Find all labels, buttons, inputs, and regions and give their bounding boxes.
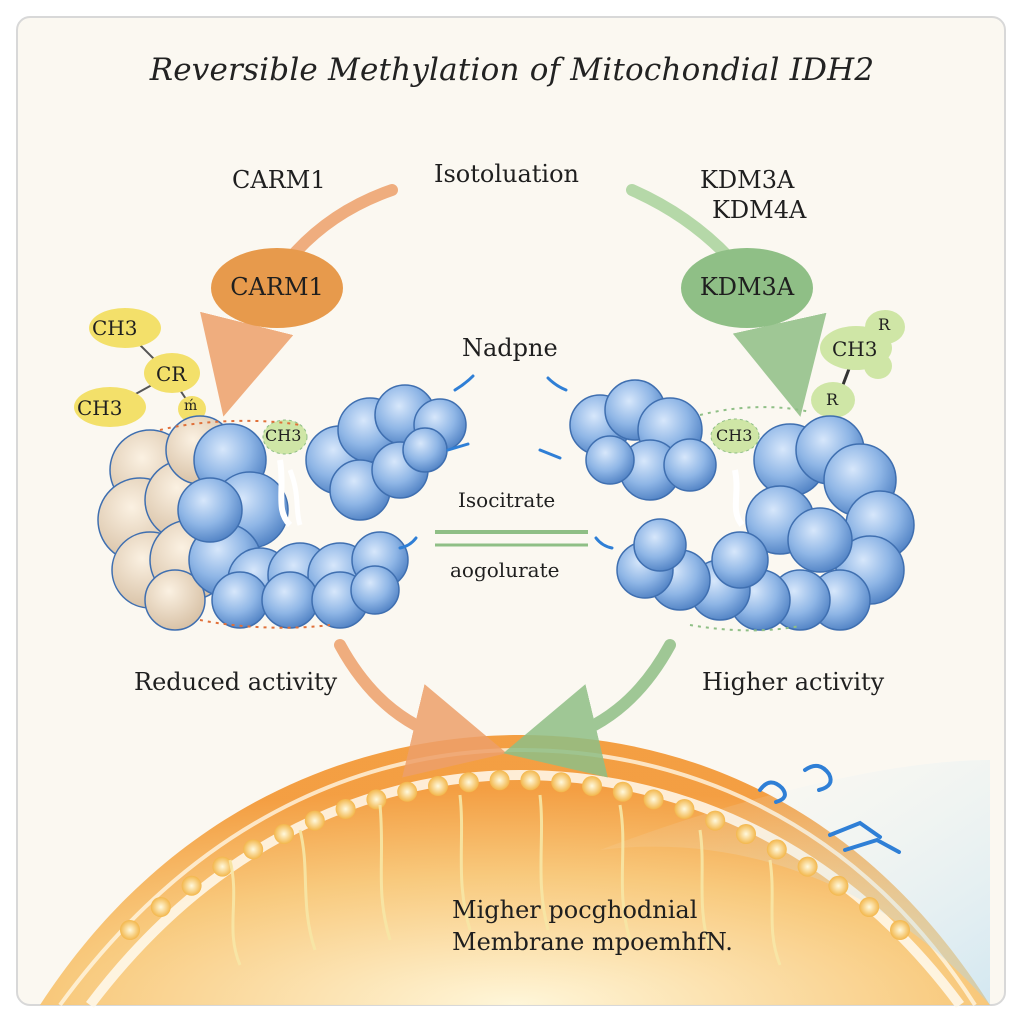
kdm4a-label: KDM4A — [712, 196, 807, 224]
mitochondrial-membrane — [40, 735, 990, 1009]
diagram-title: Reversible Methylation of Mitochondial I… — [149, 52, 875, 88]
membrane-bulb — [243, 839, 264, 860]
membrane-bulb — [890, 920, 910, 940]
right-methyl-cluster — [811, 310, 905, 418]
membrane-bulb — [766, 839, 787, 860]
kdm3a-pill — [681, 248, 813, 328]
arrow-left-to-membrane — [334, 639, 507, 778]
membrane-bulb — [612, 781, 633, 802]
membrane-bulb — [181, 875, 202, 896]
protein-subunit — [633, 518, 687, 572]
protein-subunit — [350, 565, 400, 615]
protein-subunit — [144, 569, 206, 631]
substrate-label: Isocitrate — [458, 488, 556, 512]
left-methyl-label-1: CH3 — [92, 316, 138, 340]
product-label: aogolurate — [450, 558, 560, 582]
membrane-caption-line2: Membrane mpoemhfN. — [452, 928, 733, 956]
membrane-bulb — [458, 772, 479, 793]
top-center-label: Isotoluation — [434, 160, 580, 188]
membrane-bulb — [212, 856, 233, 877]
protein-subunit — [787, 507, 853, 573]
membrane-bulb — [120, 920, 140, 940]
membrane-bulb — [489, 770, 510, 791]
left-methyl-label-4: ḿ — [184, 398, 198, 414]
membrane-caption-line1: Migher pocghodnial — [452, 896, 698, 924]
membrane-bulb — [428, 776, 448, 796]
left-active-site — [159, 419, 331, 629]
membrane-bulb — [643, 789, 664, 810]
kdm3a-pill-label: KDM3A — [699, 273, 795, 301]
left-methyl-label-2: CR — [156, 362, 187, 386]
protein-subunit — [711, 531, 769, 589]
membrane-bulb — [705, 810, 726, 831]
membrane-bulb — [582, 776, 602, 796]
right-methyl-label-3: R — [826, 390, 839, 409]
cofactor-label: Nadpne — [462, 334, 558, 362]
membrane-bulb — [304, 810, 325, 831]
membrane-bulb — [828, 875, 849, 896]
protein-subunit — [211, 571, 269, 629]
membrane-bulb — [366, 789, 387, 810]
idh2-protein-demethylated — [569, 379, 915, 631]
left-site-label: CH3 — [265, 426, 302, 445]
right-activity-label: Higher activity — [702, 668, 885, 696]
membrane-bulb — [335, 799, 356, 819]
right-site-label: CH3 — [716, 426, 753, 445]
membrane-bulb — [859, 897, 880, 917]
membrane-bulb — [736, 824, 756, 844]
right-methyl-label-1: CH3 — [832, 337, 878, 361]
right-methyl-label-2: R — [878, 315, 891, 334]
membrane-bulb — [274, 824, 294, 844]
protein-subunit — [402, 427, 448, 473]
protein-subunit — [261, 571, 319, 629]
carm1-pill — [211, 248, 343, 328]
left-methyl-label-3: CH3 — [77, 396, 123, 420]
idh2-protein-methylated — [97, 384, 467, 631]
membrane-bulb — [797, 856, 818, 877]
protein-subunit — [585, 435, 635, 485]
membrane-bulb — [674, 799, 695, 819]
arrow-right-to-membrane — [503, 639, 676, 778]
protein-subunit — [663, 438, 717, 492]
membrane-bulb — [397, 781, 418, 802]
carm1-label: CARM1 — [232, 166, 326, 194]
protein-subunit — [177, 477, 243, 543]
membrane-bulbs — [120, 770, 910, 940]
membrane-bulb — [551, 772, 572, 793]
kdm3a-label: KDM3A — [700, 166, 795, 194]
carm1-pill-label: CARM1 — [230, 273, 324, 301]
left-methyl-cluster — [74, 308, 206, 427]
right-active-site — [689, 406, 811, 632]
left-activity-label: Reduced activity — [134, 668, 338, 696]
membrane-bulb — [520, 770, 541, 791]
membrane-bulb — [150, 897, 171, 917]
